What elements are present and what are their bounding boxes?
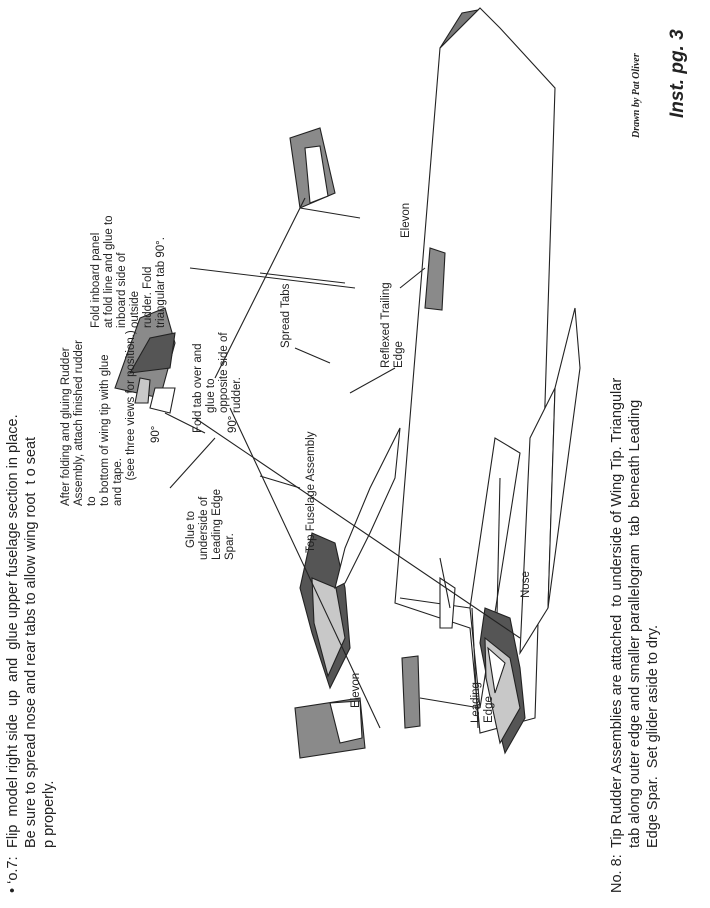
step-8-line-2: tab along outer edge and smaller paralle…	[628, 400, 644, 848]
label-after-folding-5: and tape.	[112, 458, 124, 506]
label-reflexed-2: Edge	[393, 341, 405, 368]
step-7-marker: • ‘o.7:	[6, 856, 22, 893]
label-fold-tab-1: Fold tab over and	[192, 343, 204, 433]
angle-upper-label: 90°	[150, 426, 162, 443]
label-nose: Nose	[520, 571, 532, 598]
step-8-line-3: Edge Spar. Set glider aside to dry.	[646, 625, 662, 848]
label-fold-inboard-2: at fold line and glue to	[103, 215, 115, 328]
label-glue-spar-3: Leading Edge	[211, 489, 223, 560]
label-leading-edge-1: Leading	[470, 682, 482, 723]
step-8-line-1: Tip Rudder Assemblies are attached to un…	[610, 378, 626, 848]
label-fold-inboard-5: rudder. Fold	[142, 267, 154, 328]
label-fold-tab-2: glue to	[205, 378, 217, 413]
label-fold-inboard-6: triangular tab 90°.	[155, 237, 167, 328]
step-7-line-3: p properly.	[42, 781, 58, 848]
angle-lower-label: 90°	[227, 416, 239, 433]
label-reflexed-1: Reflexed Trailing	[380, 282, 392, 368]
label-elevon-left: Elevon	[350, 673, 362, 708]
label-fold-tab-3: opposite side of	[218, 332, 230, 413]
elevon-left-shape	[402, 656, 420, 728]
step-7-line-2: Be sure to spread nose and rear tabs to …	[24, 437, 40, 848]
label-after-folding-1: After folding and gluing Rudder	[60, 347, 72, 506]
label-after-folding-4: to bottom of wing tip with glue	[99, 355, 111, 507]
label-glue-spar-4: Spar.	[224, 533, 236, 560]
label-fold-tab-4: rudder.	[231, 377, 243, 413]
page-label: Inst. pg. 3	[668, 29, 689, 118]
label-after-folding-2: Assembly, attach finished rudder	[73, 340, 85, 506]
label-fold-inboard-4: outside	[129, 291, 141, 328]
label-top-fuselage: Top Fuselage Assembly	[305, 432, 317, 553]
label-after-folding-6: (see three views for position.)	[125, 330, 137, 506]
label-spread-tabs: Spread Tabs	[280, 284, 292, 348]
label-glue-spar-2: underside of	[198, 497, 210, 560]
step-8-marker: No. 8:	[610, 854, 626, 893]
drawn-by-credit: Drawn by Pat Oliver	[632, 53, 643, 138]
label-leading-edge-2: Edge	[483, 696, 495, 723]
label-glue-spar-1: Glue to	[185, 511, 197, 548]
label-fold-inboard-3: inboard side of	[116, 253, 128, 328]
label-elevon-right: Elevon	[400, 203, 412, 238]
step-7-line-1: Flip model right side up and glue upper …	[6, 414, 22, 848]
label-after-folding-3: to	[86, 496, 98, 506]
label-fold-inboard-1: Fold inboard panel	[90, 233, 102, 328]
